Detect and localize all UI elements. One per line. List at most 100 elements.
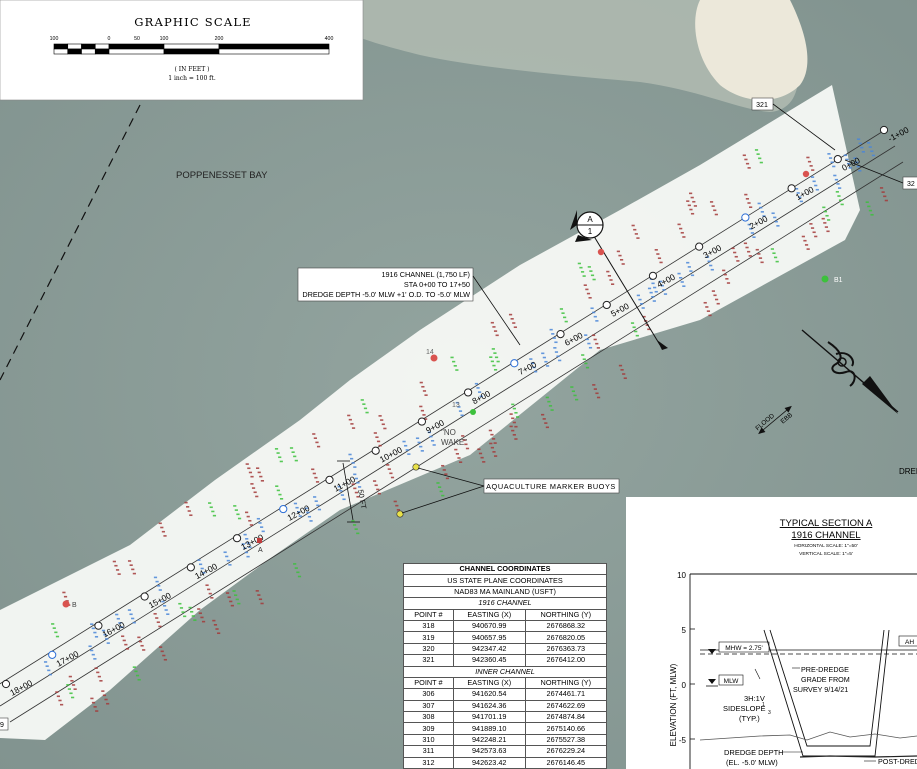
- sounding-mark: [824, 226, 829, 228]
- table-section-1916: 1916 CHANNEL: [403, 597, 607, 610]
- sounding-mark: [512, 322, 516, 324]
- sounding-mark: [43, 661, 48, 663]
- sounding-mark: [197, 559, 201, 561]
- sounding-mark: [129, 613, 133, 616]
- sounding-mark: [492, 364, 496, 367]
- sounding-mark: [677, 272, 681, 275]
- sounding-mark: [455, 369, 459, 371]
- sounding-mark: [166, 613, 170, 616]
- table-cell: 321: [403, 654, 454, 667]
- sounding-mark: [212, 514, 217, 517]
- section-title: TYPICAL SECTION A: [780, 518, 873, 529]
- sounding-mark: [258, 522, 262, 524]
- sounding-mark: [794, 187, 799, 190]
- sounding-mark: [632, 326, 636, 329]
- sounding-mark: [634, 330, 638, 333]
- sounding-mark: [162, 605, 167, 607]
- sounding-mark: [807, 160, 812, 163]
- sounding-mark: [493, 442, 497, 444]
- sounding-mark: [422, 390, 427, 392]
- sounding-mark: [693, 205, 698, 207]
- sounding-mark: [93, 658, 97, 660]
- sounding-mark: [529, 358, 533, 360]
- sounding-mark: [770, 248, 774, 250]
- dredge-edge-label: DRED: [899, 467, 917, 476]
- sounding-mark: [835, 191, 839, 193]
- sounding-mark: [823, 222, 827, 224]
- sounding-mark: [424, 394, 428, 396]
- sounding-mark: [121, 635, 125, 638]
- column-header: EASTING (X): [452, 608, 526, 621]
- sounding-mark: [395, 504, 399, 507]
- sounding-mark: [260, 602, 264, 605]
- sounding-mark: [759, 161, 763, 164]
- sounding-mark: [747, 223, 751, 226]
- sounding-mark: [455, 401, 459, 404]
- sounding-mark: [723, 273, 727, 276]
- sounding-mark: [376, 440, 381, 443]
- sounding-mark: [657, 257, 662, 260]
- sounding-mark: [509, 413, 513, 415]
- table-cell: 312: [403, 756, 454, 769]
- sounding-mark: [879, 187, 884, 189]
- sounding-mark: [439, 490, 443, 493]
- sounding-mark: [478, 391, 482, 393]
- sounding-mark: [293, 502, 298, 505]
- section-ytick-5: 5: [682, 626, 687, 635]
- survey-point-b: [62, 600, 70, 608]
- sounding-mark: [713, 209, 717, 212]
- sounding-mark: [352, 524, 357, 526]
- typical-section-panel: TYPICAL SECTION A 1916 CHANNEL HORIZONTA…: [626, 497, 917, 769]
- column-header: POINT #: [403, 608, 454, 621]
- sounding-mark: [692, 200, 696, 203]
- scale-bar-block: [81, 48, 96, 55]
- sounding-mark: [611, 283, 615, 285]
- station-marker: [510, 359, 519, 368]
- table-cell: 940657.95: [452, 631, 526, 644]
- scale-bar-block: [81, 43, 96, 50]
- sounding-mark: [347, 414, 351, 417]
- table-cell: 2676146.45: [524, 756, 608, 769]
- sounding-mark: [579, 266, 583, 269]
- sounding-mark: [758, 257, 763, 259]
- sounding-mark: [545, 426, 550, 429]
- sounding-mark: [592, 311, 596, 314]
- sounding-mark: [342, 498, 346, 501]
- station-marker: [879, 125, 889, 135]
- sounding-mark: [386, 464, 390, 466]
- sounding-mark: [442, 469, 446, 471]
- sounding-mark: [845, 158, 849, 161]
- table-cell: 941620.54: [452, 688, 526, 701]
- sounding-mark: [225, 592, 230, 594]
- scale-bar-block: [67, 48, 82, 55]
- sounding-mark: [209, 506, 213, 509]
- sounding-mark: [444, 473, 448, 475]
- pre-dredge-label-3: SURVEY 9/14/21: [793, 685, 848, 694]
- sounding-mark: [490, 446, 494, 449]
- table-cell: 940670.99: [452, 619, 526, 633]
- sounding-mark: [291, 451, 295, 453]
- table-header-row-1: POINT # EASTING (X) NORTHING (Y): [403, 608, 608, 621]
- sounding-mark: [200, 567, 204, 570]
- scale-bar-blocks: [53, 43, 330, 55]
- sounding-mark: [162, 654, 166, 657]
- sounding-mark: [88, 645, 92, 648]
- slope-ratio-3: 3: [768, 710, 771, 716]
- sounding-mark: [70, 696, 75, 699]
- table-title: CHANNEL COORDINATES: [403, 563, 607, 576]
- sounding-mark: [722, 269, 726, 272]
- station-marker: [371, 446, 380, 455]
- sounding-mark: [580, 271, 585, 273]
- sideslope-label-3: (TYP.): [739, 714, 760, 723]
- sounding-mark: [457, 406, 461, 408]
- sounding-mark: [633, 228, 637, 231]
- table-cell: 311: [403, 745, 454, 758]
- sounding-mark: [378, 415, 382, 417]
- table-cell: 942347.42: [452, 642, 526, 656]
- sounding-mark: [373, 432, 377, 434]
- sounding-mark: [492, 451, 496, 453]
- sounding-mark: [660, 284, 664, 287]
- table-cell: 2674622.69: [524, 699, 608, 713]
- section-marker-sheet: 1: [588, 227, 593, 236]
- sounding-mark: [731, 247, 735, 250]
